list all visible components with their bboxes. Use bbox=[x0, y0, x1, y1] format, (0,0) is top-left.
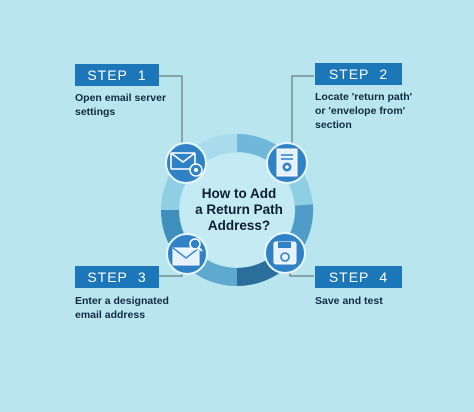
step-2-text-line: Locate 'return path' bbox=[315, 91, 413, 103]
ring-center bbox=[180, 153, 294, 267]
step-1-description: Open email server settings bbox=[75, 91, 166, 119]
step-2-text-line: or 'envelope from' bbox=[315, 105, 406, 117]
step-2-description: Locate 'return path' or 'envelope from' … bbox=[315, 90, 412, 132]
step-4-label: STEP 4 bbox=[315, 266, 402, 288]
document-badge-icon bbox=[266, 142, 308, 184]
title-line: a Return Path bbox=[195, 202, 283, 217]
step-3-description: Enter a designated email address bbox=[75, 294, 169, 322]
step-3-label: STEP 3 bbox=[75, 266, 159, 288]
step-3-number: 3 bbox=[137, 269, 147, 285]
floppy-disk-icon bbox=[264, 232, 306, 274]
step-1-word: STEP bbox=[87, 67, 128, 83]
step-4-text-line: Save and test bbox=[315, 295, 383, 307]
step-4-description: Save and test bbox=[315, 294, 383, 308]
step-2-word: STEP bbox=[328, 66, 370, 82]
step-3-text-line: Enter a designated bbox=[75, 295, 169, 307]
step-4-number: 4 bbox=[379, 269, 389, 285]
title-line: Address? bbox=[207, 218, 271, 233]
email-search-icon bbox=[166, 233, 208, 275]
step-2-label: STEP 2 bbox=[315, 63, 402, 85]
connector-step-2 bbox=[291, 75, 314, 150]
step-4-word: STEP bbox=[328, 269, 370, 285]
step-2-number: 2 bbox=[379, 66, 389, 82]
step-1-number: 1 bbox=[137, 67, 147, 83]
title-line: How to Add bbox=[201, 186, 277, 201]
connector-step-1 bbox=[158, 75, 183, 152]
step-1-label: STEP 1 bbox=[75, 64, 159, 86]
step-3-text-line: email address bbox=[75, 309, 146, 321]
diagram-title: How to Add a Return Path Address? bbox=[186, 186, 292, 234]
step-3-word: STEP bbox=[87, 269, 128, 285]
step-2-text-line: section bbox=[315, 119, 352, 131]
email-settings-icon bbox=[165, 142, 207, 184]
step-1-text-line: settings bbox=[75, 106, 116, 118]
step-1-text-line: Open email server bbox=[75, 92, 167, 104]
